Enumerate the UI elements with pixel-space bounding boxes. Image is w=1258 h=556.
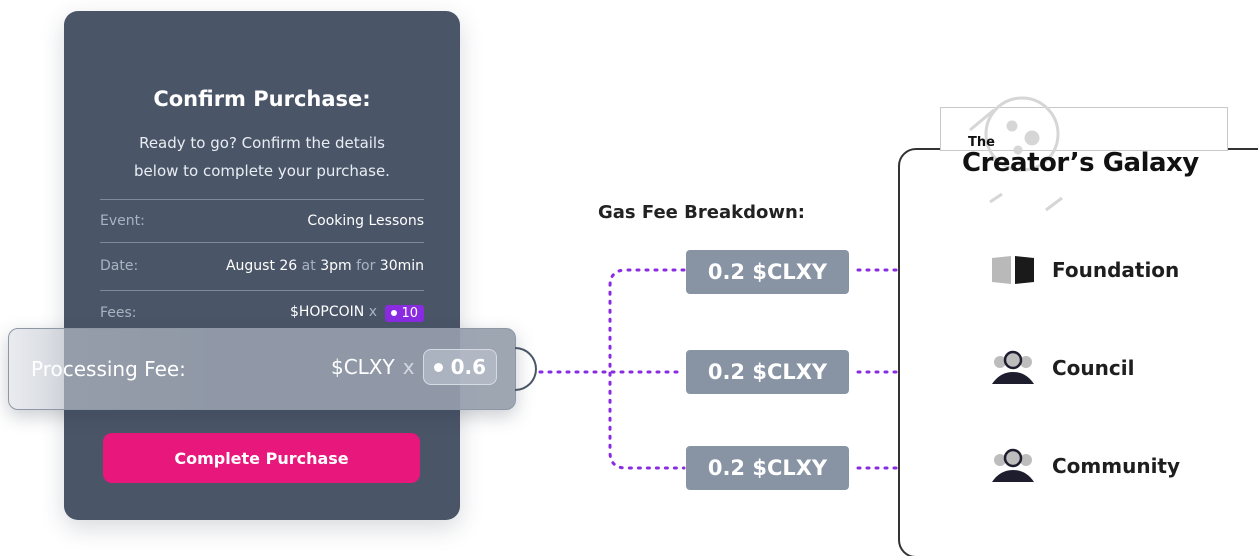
gas-fee-title: Gas Fee Breakdown:: [598, 202, 805, 223]
gas-fee-box-community: 0.2 $CLXY: [686, 446, 849, 490]
destination-name: Foundation: [1052, 258, 1180, 282]
creators-galaxy-panel: [898, 148, 1258, 556]
fees-label: Fees:: [100, 305, 137, 321]
date-at: at: [301, 258, 316, 274]
fees-value: $HOPCOIN x 10: [290, 304, 424, 322]
processing-x: x: [402, 355, 415, 379]
card-title: Confirm Purchase:: [153, 87, 371, 111]
complete-purchase-button[interactable]: Complete Purchase: [103, 433, 420, 483]
processing-amount: 0.6: [450, 355, 486, 379]
people-icon: [992, 448, 1034, 482]
fees-token: $HOPCOIN: [289, 304, 365, 321]
processing-fee-panel: Processing Fee: $CLXY x 0.6: [8, 328, 516, 410]
date-value: August 26 at 3pm for 30min: [226, 258, 424, 274]
event-row: Event: Cooking Lessons: [100, 210, 424, 232]
destination-foundation: Foundation: [990, 252, 1179, 288]
date-time: 3pm: [320, 258, 352, 274]
processing-fee-label: Processing Fee:: [31, 357, 186, 381]
fees-row: Fees: $HOPCOIN x 10: [100, 302, 424, 324]
event-value: Cooking Lessons: [307, 213, 424, 229]
divider: [100, 290, 424, 291]
coin-icon: [433, 362, 443, 372]
coin-icon: [391, 310, 398, 317]
subtitle-line-1: Ready to go? Confirm the details: [139, 134, 385, 152]
fees-amount: 10: [401, 305, 418, 321]
card-subtitle: Ready to go? Confirm the details below t…: [104, 129, 420, 185]
date-day: August 26: [225, 258, 298, 274]
fees-x: x: [368, 304, 377, 321]
divider: [100, 199, 424, 200]
people-icon: [992, 350, 1034, 384]
destination-community: Community: [990, 448, 1180, 484]
processing-fee-value: $CLXY x 0.6: [331, 349, 497, 385]
book-icon: [992, 256, 1034, 284]
fees-amount-badge: 10: [385, 304, 424, 322]
processing-amount-badge: 0.6: [422, 349, 497, 385]
processing-token: $CLXY: [330, 355, 395, 379]
divider: [100, 242, 424, 243]
confirm-purchase-card: Confirm Purchase: Ready to go? Confirm t…: [64, 11, 460, 520]
destination-name: Council: [1052, 356, 1135, 380]
destination-name: Community: [1052, 454, 1181, 478]
logo-the: The: [968, 135, 995, 150]
gas-fee-box-council: 0.2 $CLXY: [686, 350, 849, 394]
event-label: Event:: [100, 213, 145, 229]
subtitle-line-2: below to complete your purchase.: [134, 162, 390, 180]
logo-title: Creator’s Galaxy: [962, 148, 1199, 178]
gas-fee-box-foundation: 0.2 $CLXY: [686, 250, 849, 294]
date-for: for: [356, 258, 376, 274]
destination-council: Council: [990, 350, 1134, 386]
date-row: Date: August 26 at 3pm for 30min: [100, 255, 424, 277]
galaxy-logo-icon: [969, 96, 1063, 212]
date-label: Date:: [100, 258, 139, 274]
date-duration: 30min: [379, 258, 424, 274]
